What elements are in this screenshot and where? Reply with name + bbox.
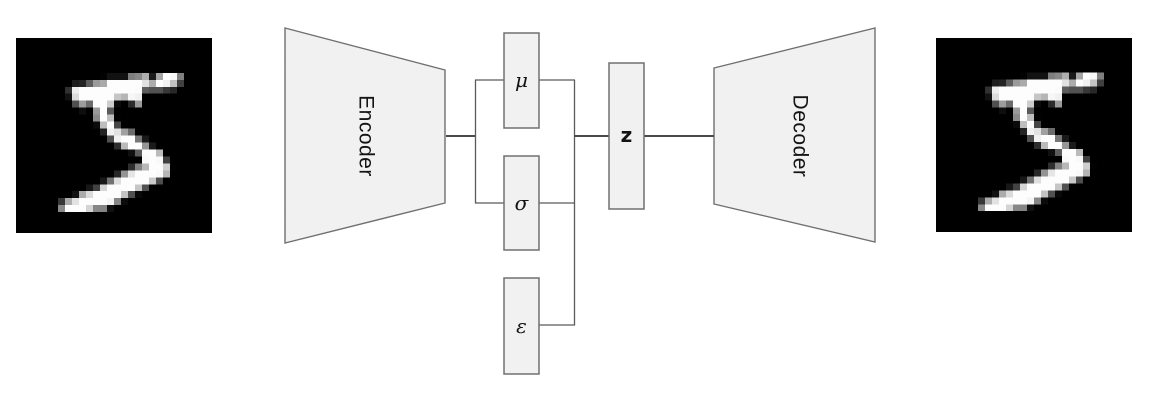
epsilon-label: ε: [516, 314, 527, 338]
input-digit-image: [16, 38, 212, 233]
sigma-label: σ: [515, 191, 530, 215]
decoder-label: Decoder: [789, 95, 812, 178]
mu-box: [503, 32, 540, 129]
reconstructed-digit-image: [936, 38, 1132, 232]
decoder-shape: [713, 27, 876, 243]
mu-label: μ: [515, 68, 528, 92]
epsilon-box: [503, 277, 540, 375]
encoder-shape: [284, 27, 446, 244]
z-box: [608, 62, 645, 210]
sigma-box: [503, 155, 540, 251]
z-label: z: [621, 123, 633, 147]
encoder-label: Encoder: [355, 95, 378, 177]
